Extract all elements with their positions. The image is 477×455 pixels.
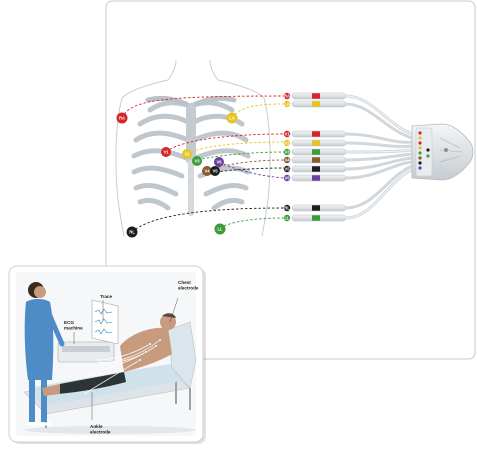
svg-text:V1: V1: [284, 131, 290, 136]
electrode-v3: V3: [192, 156, 202, 166]
cable-highlight: [345, 95, 413, 219]
trunk-color-dots: [418, 131, 430, 170]
ecg-machine-label-text-2: machine: [64, 325, 83, 330]
connector-v5: V5: [283, 165, 347, 173]
connector-ll: LL: [283, 214, 347, 222]
inset-scene: [23, 282, 197, 434]
electrode-la: LA: [226, 112, 238, 124]
electrode-v6: V6: [214, 157, 224, 167]
svg-text:V5: V5: [212, 169, 218, 174]
spine: [188, 160, 194, 216]
connector-ra: RA: [283, 92, 347, 100]
connector-rl: RL: [283, 204, 347, 212]
svg-text:V2: V2: [184, 152, 190, 157]
chest-electrode-label-text-2: electrode: [178, 285, 199, 290]
svg-text:RA: RA: [119, 116, 125, 121]
connector-v2: V2: [283, 139, 347, 147]
svg-text:RL: RL: [129, 230, 135, 235]
ecg-machine-label: ECG machine: [64, 320, 83, 330]
sternum: [186, 104, 196, 164]
svg-text:V4: V4: [284, 157, 290, 162]
ankle-electrode-label-text: Ankle: [90, 424, 103, 429]
connector-v6: V6: [283, 174, 347, 182]
electrode-v2: V2: [182, 149, 192, 159]
trunk-connector: [411, 123, 474, 181]
svg-text:LA: LA: [284, 101, 290, 106]
electrode-v1: V1: [161, 147, 171, 157]
electrode-v5: V5: [210, 166, 220, 176]
svg-text:RA: RA: [284, 93, 290, 98]
svg-text:V3: V3: [284, 149, 290, 154]
ankle-electrode-label: Ankle electrode: [90, 424, 111, 434]
connector-v3: V3: [283, 148, 347, 156]
clavicles: [145, 95, 237, 107]
svg-text:LL: LL: [284, 215, 290, 220]
ecg-machine-label-text: ECG: [64, 320, 74, 325]
lead-connectors: RA LA V1 V2 V3 V4 V5: [283, 92, 347, 222]
electrode-rl: RL: [126, 226, 138, 238]
chest-electrode-label-text: Chest: [178, 280, 191, 285]
svg-text:V6: V6: [216, 160, 222, 165]
svg-text:V3: V3: [194, 159, 200, 164]
connector-v1: V1: [283, 130, 347, 138]
svg-text:LL: LL: [217, 227, 223, 232]
svg-text:V1: V1: [163, 150, 169, 155]
connector-la: LA: [283, 100, 347, 108]
connector-v4: V4: [283, 156, 347, 164]
svg-text:RL: RL: [284, 205, 290, 210]
electrode-v4: V4: [202, 166, 212, 176]
chest-electrode-label: Chest electrode: [178, 280, 199, 290]
electrode-ra: RA: [116, 112, 128, 124]
trace-label: Trace: [100, 294, 112, 299]
svg-text:V2: V2: [284, 140, 290, 145]
body-electrodes: RA LA V1 V2 V3 V4 V5 V6 RL LL: [116, 112, 238, 238]
svg-text:V6: V6: [284, 175, 290, 180]
electrode-ll: LL: [214, 223, 226, 235]
svg-text:LA: LA: [229, 116, 235, 121]
ankle-electrode-label-text-2: electrode: [90, 429, 111, 434]
svg-text:V4: V4: [204, 169, 210, 174]
svg-text:V5: V5: [284, 166, 290, 171]
